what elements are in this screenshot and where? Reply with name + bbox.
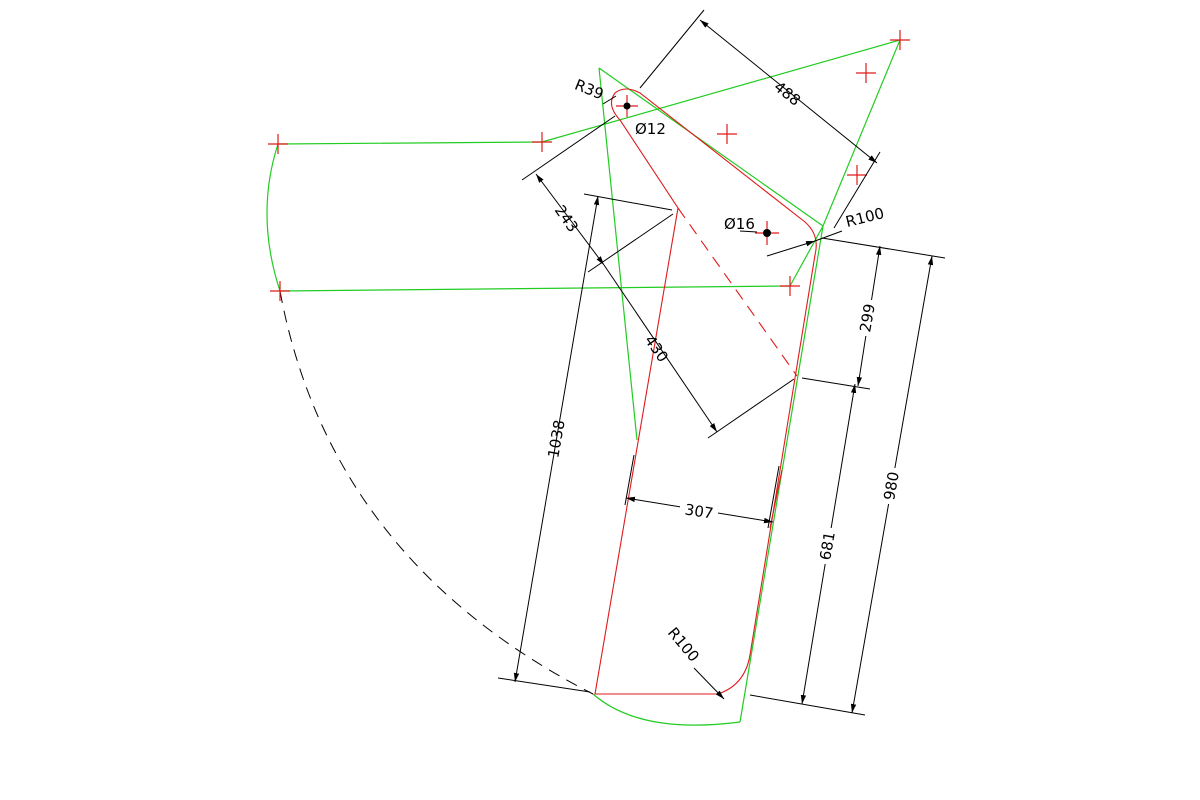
dimension-label-980: 980 [880,470,903,501]
dimension-label-mask [818,528,838,564]
profile-inner-edge [769,469,783,529]
profile-hidden-line [677,207,798,377]
dimension-430: 430 [603,264,795,439]
dimension-681: 681 [749,383,866,716]
dimension-488: 488 [639,9,881,229]
radius-callout-r100-bottom: R100 [664,624,725,700]
dimension-label-mask [882,468,902,504]
dimension-label-681: 681 [816,530,839,561]
cross-marker [856,63,876,83]
construction-arc-left [266,143,281,292]
cross-marker [847,165,867,185]
radius-callout-r39: R39 [572,76,617,105]
dimension-label-243: 243 [551,202,582,236]
diameter-callout-16: Ø16 [724,215,758,233]
dimension-307: 307 [624,454,780,529]
cross-marker [532,132,552,152]
hole-center-12 [616,95,638,117]
swing-arc-dashed [279,290,594,695]
dimension-label-mask [680,500,718,520]
construction-line-lower [279,285,791,292]
cross-marker [268,134,288,154]
dimension-label-307: 307 [684,500,715,522]
cross-marker [717,124,737,144]
cross-marker [890,30,910,50]
dimension-1038: 1038 [497,193,673,693]
cross-marker [270,281,290,301]
dimension-980: 980 [850,255,934,714]
dimension-label-1038: 1038 [544,419,568,460]
profile-geometry [594,88,817,695]
construction-line-short [789,225,824,287]
radius-label-r100-top: R100 [844,204,886,231]
dimension-label-488: 488 [771,78,805,110]
radius-callout-r100-top: R100 [766,204,886,257]
construction-arc-bottom [592,693,741,726]
dimension-label-430: 430 [641,332,672,366]
radius-label-r39: R39 [572,76,606,104]
radius-label-r100-bottom: R100 [664,624,703,665]
profile-outline [594,88,817,695]
construction-line-upper [277,141,543,145]
construction-line-left-steep [598,67,638,441]
diameter-label-16: Ø16 [724,215,755,233]
dimension-243: 243 [521,115,674,273]
cross-marker [780,276,800,296]
hole-center-16 [755,221,779,245]
diameter-label-12: Ø12 [635,120,666,138]
construction-geometry [266,39,901,726]
dimension-299: 299 [801,237,946,390]
construction-line-apex-down [822,39,901,227]
